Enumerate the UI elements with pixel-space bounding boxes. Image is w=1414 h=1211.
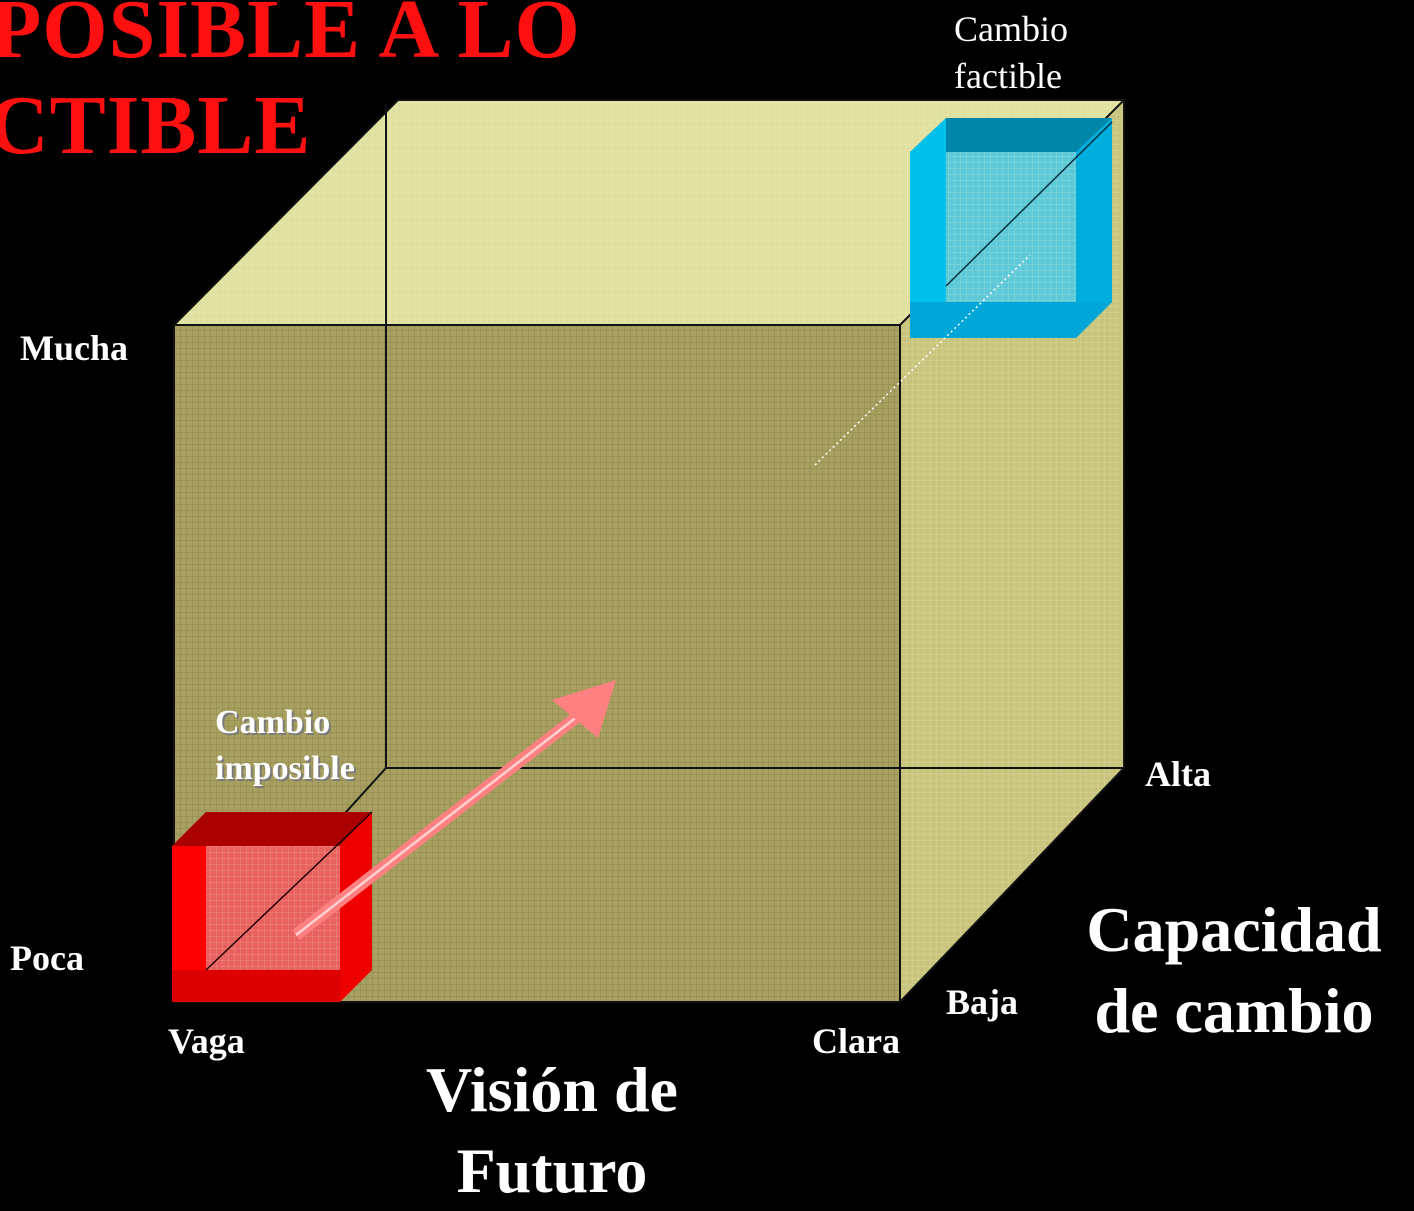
feasible-change-box: [910, 118, 1113, 338]
axis-horizontal-high-label: Clara: [812, 1021, 900, 1061]
cube-top-face: [174, 100, 1124, 325]
dotted-path: [814, 254, 1031, 466]
change-arrow: [292, 680, 616, 940]
axis-depth-high-label: Alta: [1145, 754, 1211, 794]
feasible-change-label: Cambio factible: [954, 9, 1068, 96]
cube-front-face: [174, 325, 900, 1002]
axis-depth-name: Capacidad de cambio: [1086, 894, 1382, 1046]
title-line-1: POSIBLE A LO: [0, 0, 581, 76]
axis-vertical-low-label: Poca: [10, 938, 84, 978]
axis-horizontal-name: Visión de Futuro: [426, 1054, 678, 1206]
axis-vertical-high-label: Mucha: [20, 328, 128, 368]
impossible-change-label: Cambio imposible: [215, 704, 355, 787]
title-line-2: CTIBLE: [0, 79, 312, 172]
axis-horizontal-low-label: Vaga: [168, 1021, 245, 1061]
impossible-change-box: [172, 811, 373, 1002]
axis-depth-low-label: Baja: [946, 982, 1018, 1022]
